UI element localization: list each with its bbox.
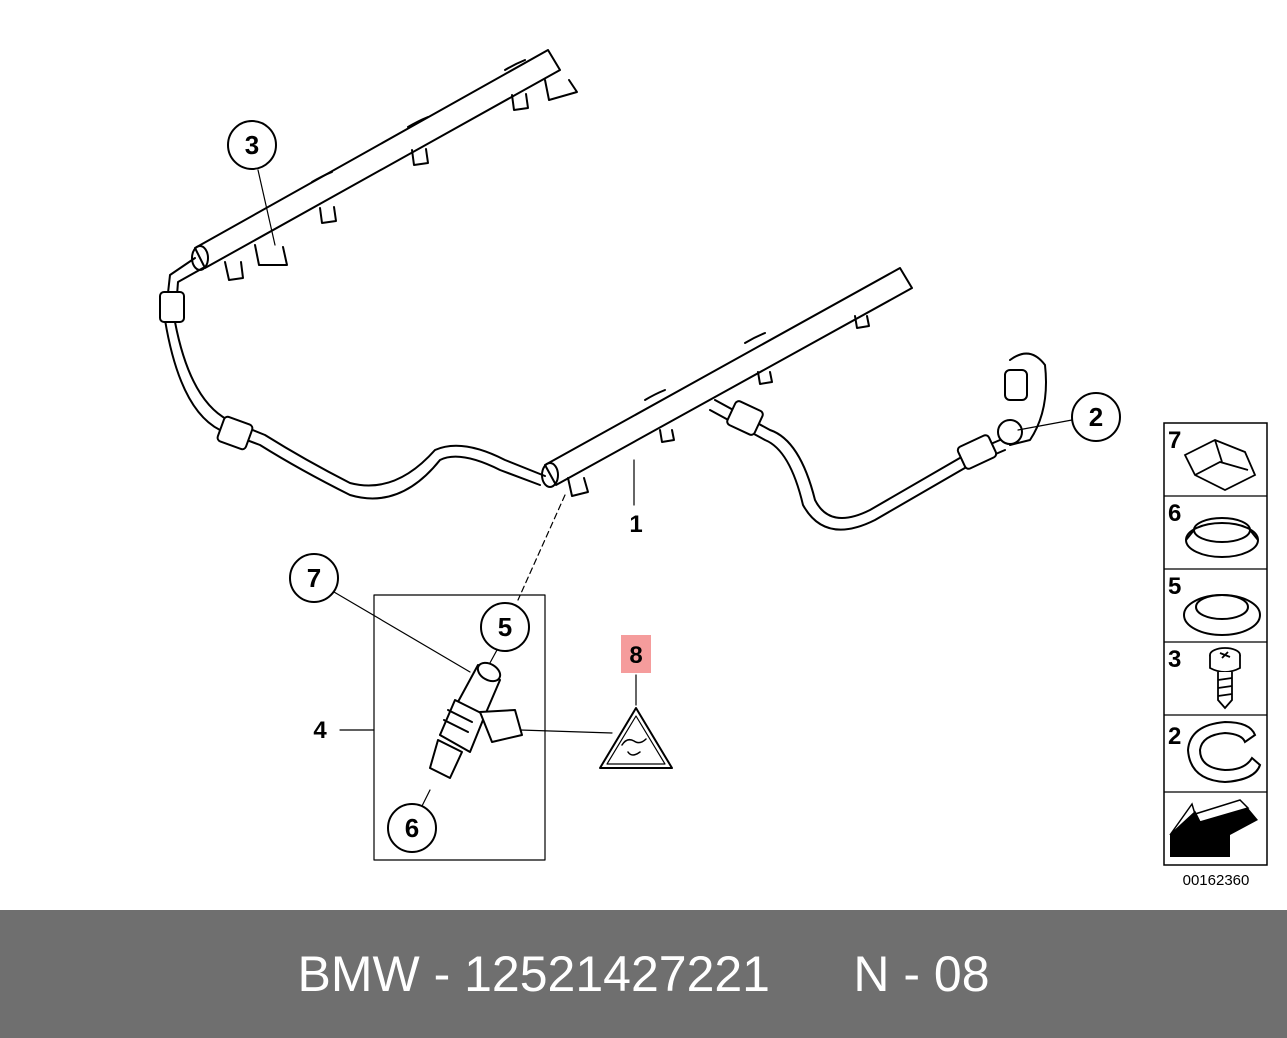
side-item-5: 5 (1168, 573, 1261, 636)
part-number: 12521427221 (464, 946, 770, 1002)
svg-text:3: 3 (245, 130, 259, 160)
o-ring-icon (1185, 517, 1259, 558)
o-ring-icon (1183, 594, 1261, 636)
left-fuel-line (159, 257, 546, 500)
fuel-injector (429, 661, 523, 779)
part-number-banner: BMW - 12521427221 N - 08 (0, 910, 1287, 1038)
svg-text:5: 5 (1168, 573, 1181, 600)
arrow-icon (1169, 799, 1258, 857)
lower-fuel-rail (541, 267, 913, 497)
drawing-id: 00162360 (1183, 872, 1250, 889)
svg-text:7: 7 (307, 563, 321, 593)
callout-5: 5 (480, 602, 530, 652)
label-part-1: 1 (629, 511, 642, 538)
side-parts-panel: 7 6 5 3 (1163, 422, 1268, 866)
svg-text:7: 7 (1168, 427, 1181, 454)
upper-fuel-rail (191, 49, 578, 281)
callout-7: 7 (289, 553, 339, 603)
clamp-icon (1186, 720, 1262, 784)
callout-3: 3 (227, 120, 277, 170)
right-fuel-line (709, 352, 1047, 531)
svg-text:5: 5 (498, 612, 512, 642)
svg-text:6: 6 (405, 813, 419, 843)
leader-lines (257, 169, 1073, 811)
side-item-3: 3 (1168, 646, 1241, 710)
label-part-8-highlight (621, 635, 651, 673)
screw-icon (1209, 647, 1241, 710)
svg-text:2: 2 (1089, 402, 1103, 432)
svg-text:2: 2 (1168, 723, 1181, 750)
reference-code: N - 08 (853, 946, 990, 1002)
injector-kit-box (373, 594, 546, 861)
label-part-4: 4 (313, 717, 327, 744)
side-item-7: 7 (1168, 427, 1257, 492)
callout-6: 6 (387, 803, 437, 853)
callout-2: 2 (1071, 392, 1121, 442)
side-item-2: 2 (1168, 720, 1262, 784)
warning-triangle-icon (599, 707, 673, 769)
svg-text:6: 6 (1168, 500, 1181, 527)
label-part-8: 8 (629, 642, 642, 669)
parts-diagram: 3 2 7 5 6 1 4 8 7 (159, 49, 1268, 889)
clip-icon (1183, 439, 1257, 492)
brand: BMW (297, 946, 420, 1002)
separator: - (419, 946, 465, 1002)
side-item-6: 6 (1168, 500, 1259, 558)
svg-text:3: 3 (1168, 646, 1181, 673)
